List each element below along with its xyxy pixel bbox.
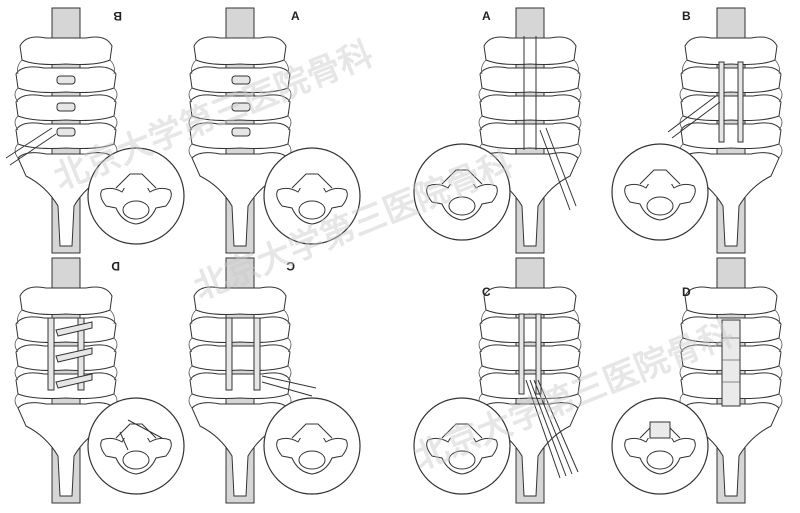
panel-bottom-left-d: D: [14, 257, 185, 504]
panel-bottom-right-c: C: [413, 257, 582, 504]
panel-bottom-right-d: D: [611, 257, 783, 504]
panel-label: C: [286, 259, 295, 273]
panel-label: C: [482, 285, 491, 299]
panel-label: A: [291, 9, 300, 23]
panel-label: A: [482, 9, 491, 23]
panel-label: D: [682, 285, 691, 299]
panel-bottom-left-c: C: [188, 257, 361, 504]
panel-label: D: [111, 259, 120, 273]
panel-top-left-b: B: [5, 7, 185, 254]
panel-top-right-a: A: [413, 7, 582, 254]
panel-top-right-b: B: [611, 7, 783, 254]
panel-label: B: [682, 9, 691, 23]
panel-top-left-a: A: [188, 7, 361, 254]
panel-label: B: [113, 9, 122, 23]
